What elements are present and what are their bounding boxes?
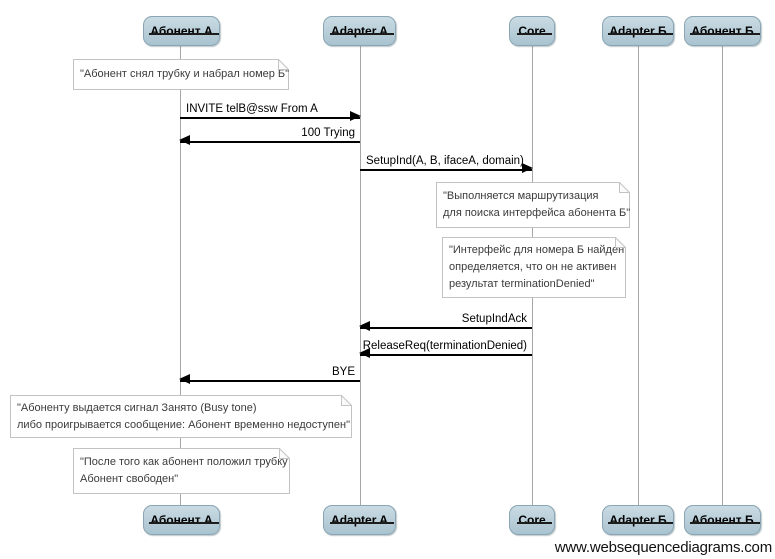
arrowhead-right-icon <box>522 163 533 173</box>
actor-label: Абонент Б <box>690 24 760 38</box>
message-bye: BYE <box>179 364 360 384</box>
note-text: "После того как абонент положил трубку <box>80 456 288 468</box>
actor-abonent-b-bottom: Абонент Б <box>684 505 761 535</box>
note-fold-icon <box>279 448 290 459</box>
note-interface-denied: "Интерфейс для номера Б найден определяе… <box>442 237 626 298</box>
actor-label: Adapter A <box>330 513 394 527</box>
message-setupindack: SetupIndAck <box>359 311 532 331</box>
arrowhead-left-icon <box>359 348 370 358</box>
actor-label: Абонент А <box>149 24 219 38</box>
actor-core-top: Core <box>509 16 555 46</box>
lifeline-abonent-b <box>722 45 723 505</box>
arrowhead-right-icon <box>350 111 361 121</box>
note-text: "Интерфейс для номера Б найден <box>449 244 625 256</box>
actor-label: Абонент Б <box>690 513 760 527</box>
message-label: INVITE telB@ssw From A <box>186 103 318 115</box>
note-fold-icon <box>341 395 352 406</box>
note-text: определяется, что он не активен <box>449 261 617 273</box>
note-busy-tone: "Абоненту выдается сигнал Занято (Busy t… <box>10 395 352 438</box>
actor-adapter-b-top: Adapter Б <box>602 16 674 46</box>
note-text: для поиска интерфейса абонента Б" <box>443 207 631 219</box>
actor-label: Adapter A <box>330 24 394 38</box>
note-subscriber-free: "После того как абонент положил трубку А… <box>73 448 290 494</box>
note-text: "Абоненту выдается сигнал Занято (Busy t… <box>17 401 257 414</box>
note-fold-icon <box>619 182 630 193</box>
actor-label: Core <box>517 24 553 38</box>
watermark: www.websequencediagrams.com <box>554 539 772 556</box>
arrowhead-left-icon <box>359 321 370 331</box>
message-label: ReleaseReq(terminationDenied) <box>362 340 527 352</box>
message-label: 100 Trying <box>301 127 355 139</box>
note-text: результат terminationDenied" <box>449 278 595 290</box>
actor-adapter-a-bottom: Adapter A <box>323 505 396 535</box>
message-setupind: SetupInd(A, B, ifaceA, domain) <box>360 153 533 173</box>
actor-label: Абонент А <box>149 513 219 527</box>
arrowhead-left-icon <box>179 135 190 145</box>
actor-label: Core <box>517 513 553 527</box>
message-label: BYE <box>331 366 355 378</box>
lifeline-adapter-b <box>638 45 639 505</box>
actor-abonent-a-top: Абонент А <box>143 16 220 46</box>
note-fold-icon <box>615 237 626 248</box>
actor-label: Adapter Б <box>608 513 674 527</box>
note-routing: "Выполняется маршрутизация для поиска ин… <box>436 182 630 228</box>
lifeline-adapter-a <box>360 45 361 505</box>
note-text: либо проигрывается сообщение: Абонент вр… <box>17 418 350 431</box>
message-label: SetupIndAck <box>461 313 527 325</box>
actor-adapter-a-top: Adapter A <box>323 16 396 46</box>
actor-abonent-a-bottom: Абонент А <box>143 505 220 535</box>
message-releasereq: ReleaseReq(terminationDenied) <box>359 338 532 358</box>
actor-label: Adapter Б <box>608 24 674 38</box>
actor-core-bottom: Core <box>509 505 555 535</box>
actor-adapter-b-bottom: Adapter Б <box>602 505 674 535</box>
message-label: SetupInd(A, B, ifaceA, domain) <box>366 155 524 167</box>
message-100-trying: 100 Trying <box>179 125 360 145</box>
arrowhead-left-icon <box>179 374 190 384</box>
note-subscriber-dialed: "Абонент снял трубку и набрал номер Б" <box>73 59 289 90</box>
note-fold-icon <box>278 59 289 70</box>
lifeline-abonent-a <box>180 45 181 505</box>
note-text: Абонент свободен" <box>80 473 179 485</box>
note-text: "Выполняется маршрутизация <box>443 190 599 202</box>
message-invite: INVITE telB@ssw From A <box>180 101 361 121</box>
note-text: "Абонент снял трубку и набрал номер Б" <box>80 68 290 80</box>
actor-abonent-b-top: Абонент Б <box>684 16 761 46</box>
